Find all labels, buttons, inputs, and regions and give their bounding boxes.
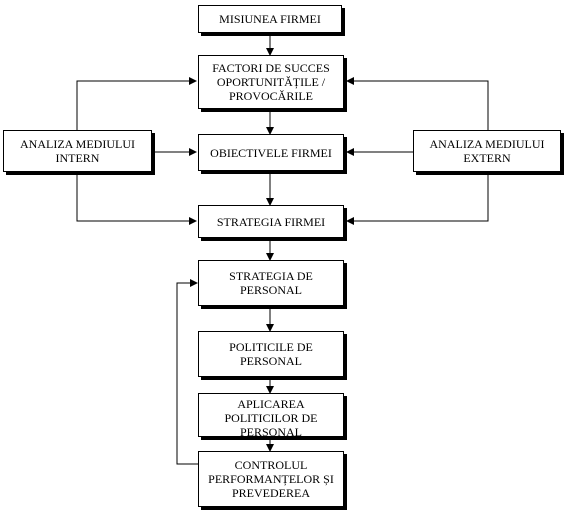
arrow-intern-strategie	[76, 172, 197, 225]
analiza-mediului-extern-box: ANALIZA MEDIULUI EXTERN	[413, 130, 561, 172]
politicile-de-personal-box: POLITICILE DE PERSONAL	[198, 331, 344, 377]
strategia-firmei-box: STRATEGIA FIRMEI	[198, 205, 344, 238]
aplicarea-politicilor-box: APLICAREA POLITICILOR DE PERSONAL	[198, 393, 344, 439]
arrow-extern-strategie	[346, 172, 489, 225]
misiunea-firmei-box: MISIUNEA FIRMEI	[198, 5, 342, 33]
factori-succes-box: FACTORI DE SUCCES OPORTUNITĂȚILE / PROVO…	[198, 55, 344, 109]
strategia-de-personal-box: STRATEGIA DE PERSONAL	[198, 260, 344, 306]
controlul-performantelor-box: CONTROLUL PERFORMANȚELOR ȘI PREVEDEREA	[198, 451, 344, 507]
obiectivele-firmei-box: OBIECTIVELE FIRMEI	[198, 134, 344, 171]
arrow-extern-factori	[346, 77, 489, 130]
analiza-mediului-intern-box: ANALIZA MEDIULUI INTERN	[3, 130, 152, 172]
arrow-intern-factori	[76, 77, 197, 130]
arrow-feedback-loop	[176, 279, 198, 465]
